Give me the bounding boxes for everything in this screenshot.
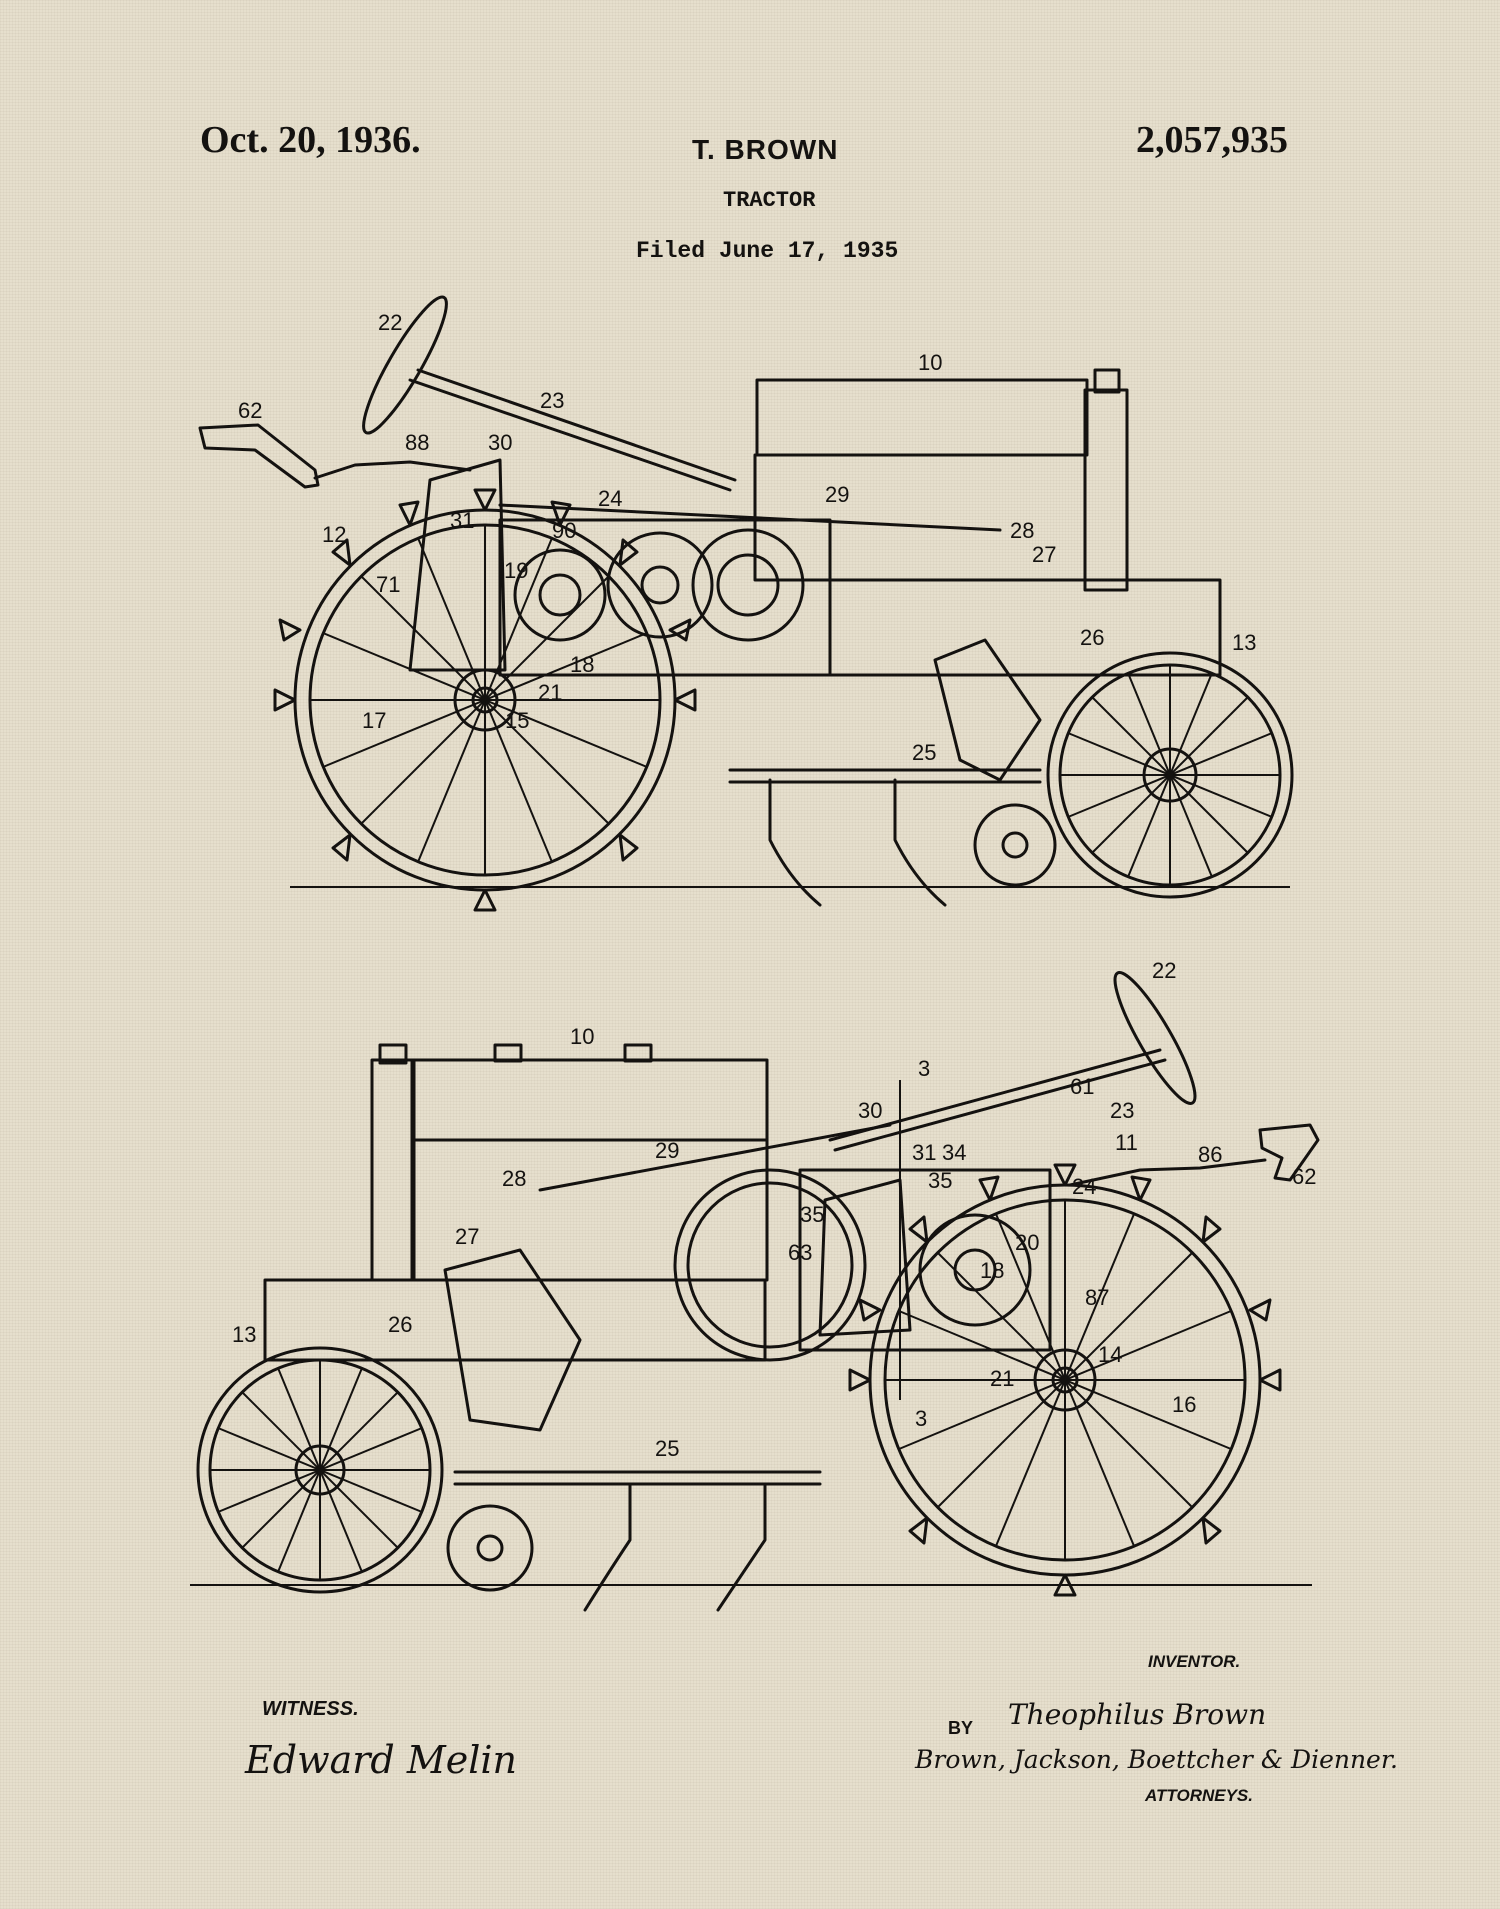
patent-title: TRACTOR (723, 188, 816, 213)
callout-top-88: 88 (405, 430, 429, 455)
callout-bottom-27: 27 (455, 1224, 479, 1249)
tractor-figure-bottom (190, 971, 1320, 1612)
callout-top-23: 23 (540, 388, 564, 413)
callout-top-27: 27 (1032, 542, 1056, 567)
callout-top-12: 12 (322, 522, 346, 547)
callout-top-28: 28 (1010, 518, 1034, 543)
inventor-signature: Theophilus Brown (1008, 1698, 1267, 1731)
callouts-bottom: 22 10 3 30 61 23 29 28 31 34 11 86 62 35… (232, 958, 1316, 1461)
callout-top-10: 10 (918, 350, 942, 375)
attorneys-label: ATTORNEYS. (1145, 1786, 1253, 1805)
callout-bottom-30: 30 (858, 1098, 882, 1123)
callout-bottom-35b: 35 (800, 1202, 824, 1227)
witness-signature: Edward Melin (245, 1738, 517, 1782)
callout-bottom-11: 11 (1115, 1130, 1138, 1155)
callout-bottom-87: 87 (1085, 1285, 1109, 1310)
callout-bottom-25: 25 (655, 1436, 679, 1461)
callout-top-22: 22 (378, 310, 402, 335)
callout-bottom-24: 24 (1072, 1174, 1096, 1199)
callout-bottom-63: 63 (788, 1240, 812, 1265)
callout-top-31: 31 (450, 508, 474, 533)
callout-top-24: 24 (598, 486, 622, 511)
tractor-figure-top (198, 295, 1294, 912)
callout-bottom-61: 61 (1070, 1074, 1094, 1099)
callout-top-30: 30 (488, 430, 512, 455)
patent-date: Oct. 20, 1936. (200, 119, 421, 161)
callout-top-17: 17 (362, 708, 386, 733)
callout-top-26: 26 (1080, 625, 1104, 650)
witness-label: WITNESS. (262, 1698, 359, 1720)
callout-bottom-62: 62 (1292, 1164, 1316, 1189)
callout-bottom-34: 34 (942, 1140, 966, 1165)
callout-bottom-10: 10 (570, 1024, 594, 1049)
callout-bottom-28: 28 (502, 1166, 526, 1191)
callout-bottom-18: 18 (980, 1258, 1004, 1283)
callout-bottom-3a: 3 (918, 1056, 930, 1081)
callout-top-62: 62 (238, 398, 262, 423)
callout-top-15: 15 (505, 708, 529, 733)
callout-top-21: 21 (538, 680, 562, 705)
by-label: BY (948, 1718, 974, 1738)
callout-bottom-20: 20 (1015, 1230, 1039, 1255)
callout-top-19: 19 (504, 558, 528, 583)
callout-top-18: 18 (570, 652, 594, 677)
callout-bottom-29: 29 (655, 1138, 679, 1163)
callout-top-71: 71 (376, 572, 400, 597)
callout-top-29: 29 (825, 482, 849, 507)
callout-top-25: 25 (912, 740, 936, 765)
attorneys-signature: Brown, Jackson, Boettcher & Dienner. (915, 1745, 1399, 1774)
callout-bottom-26: 26 (388, 1312, 412, 1337)
inventor-name-header: T. BROWN (692, 134, 839, 165)
callout-bottom-3b: 3 (915, 1406, 927, 1431)
callout-bottom-14: 14 (1098, 1342, 1122, 1367)
callout-bottom-16: 16 (1172, 1392, 1196, 1417)
callouts-top: 22 62 88 30 23 10 24 31 90 29 28 27 12 7… (238, 310, 1256, 765)
filed-date: Filed June 17, 1935 (636, 238, 899, 264)
callout-bottom-23: 23 (1110, 1098, 1134, 1123)
callout-bottom-22: 22 (1152, 958, 1176, 983)
callout-bottom-86: 86 (1198, 1142, 1222, 1167)
callout-bottom-13: 13 (232, 1322, 256, 1347)
callout-bottom-21: 21 (990, 1366, 1014, 1391)
callout-bottom-35a: 35 (928, 1168, 952, 1193)
inventor-label: INVENTOR. (1148, 1652, 1241, 1671)
callout-top-90: 90 (552, 518, 576, 543)
callout-top-13: 13 (1232, 630, 1256, 655)
callout-bottom-31: 31 (912, 1140, 936, 1165)
patent-number: 2,057,935 (1136, 119, 1288, 161)
